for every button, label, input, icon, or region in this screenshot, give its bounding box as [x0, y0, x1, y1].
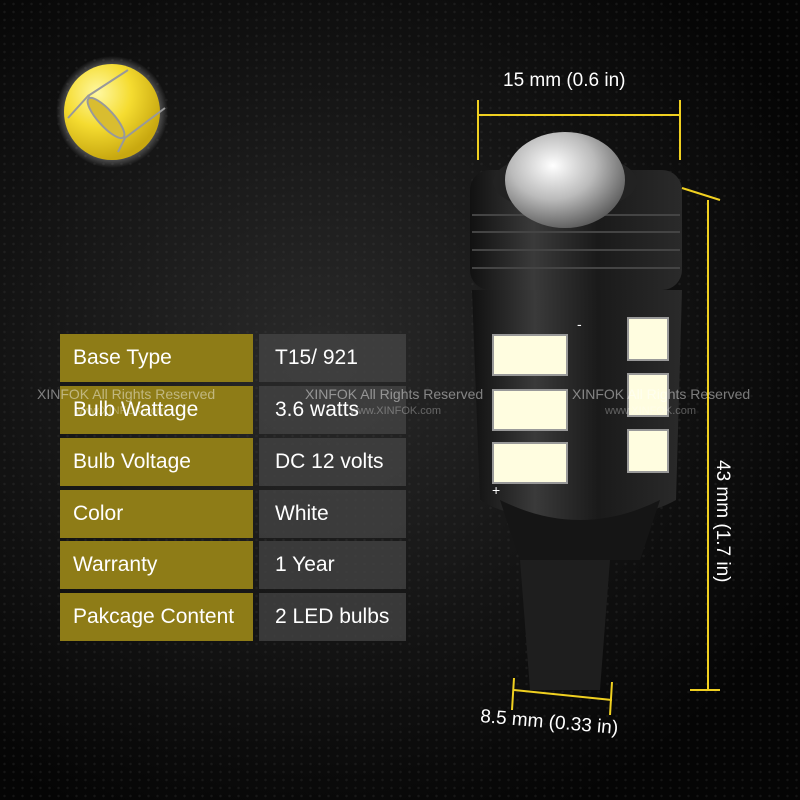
watermark: XINFOK All Rights Reserved — [572, 386, 751, 402]
watermark-url: www.XINFOK.com — [75, 405, 167, 417]
spec-label: Warranty — [60, 541, 253, 589]
watermark-url: www.XINFOK.com — [605, 405, 697, 417]
height-dimension: 43 mm (1.7 in) — [712, 460, 733, 583]
spec-label: Base Type — [60, 334, 253, 382]
spec-label: Color — [60, 490, 253, 538]
watermark: XINFOK All Rights Reserved — [305, 386, 484, 402]
spec-value: White — [259, 490, 406, 538]
spec-value: 2 LED bulbs — [259, 593, 406, 641]
watermark: XINFOK All Rights Reserved — [37, 386, 216, 402]
spec-value: 3.6 watts — [259, 386, 406, 434]
spec-label: Pakcage Content — [60, 593, 253, 641]
spec-label: Bulb Wattage — [60, 386, 253, 434]
spec-value: T15/ 921 — [259, 334, 406, 382]
led-icon — [56, 56, 168, 168]
plus-marker: + — [492, 482, 501, 498]
spec-value: 1 Year — [259, 541, 406, 589]
spec-label: Bulb Voltage — [60, 438, 253, 486]
watermark-url: www.XINFOK.com — [350, 405, 442, 417]
spec-value: DC 12 volts — [259, 438, 406, 486]
width-dimension: 15 mm (0.6 in) — [503, 70, 626, 91]
minus-marker: - — [577, 316, 582, 332]
